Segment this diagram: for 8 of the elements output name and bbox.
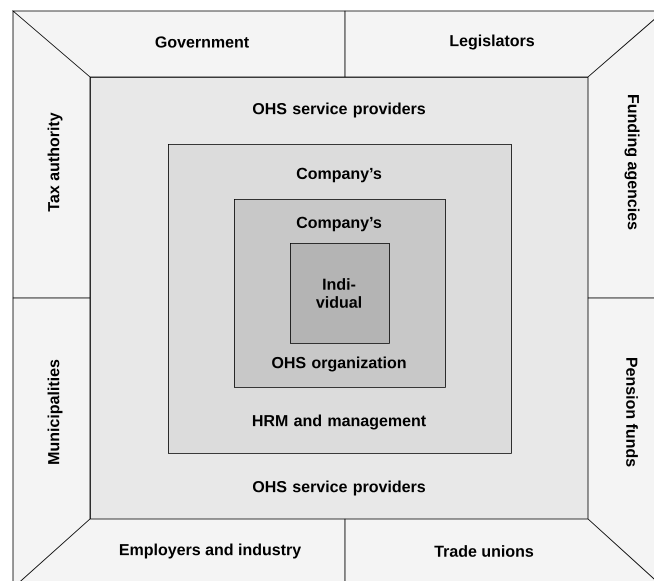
node-label: Pension funds [626, 358, 638, 466]
stakeholder-panel: Municipalities [12, 298, 90, 581]
node-label: Employers and industry [120, 544, 302, 558]
node-label: Funding agencies [624, 95, 640, 230]
stakeholder-panel: Pension funds [588, 298, 654, 581]
stakeholder-panel: Legislators [344, 10, 654, 78]
stakeholder-panel: Trade unions [344, 518, 654, 581]
nested-box: Indi- vidual [290, 243, 390, 344]
